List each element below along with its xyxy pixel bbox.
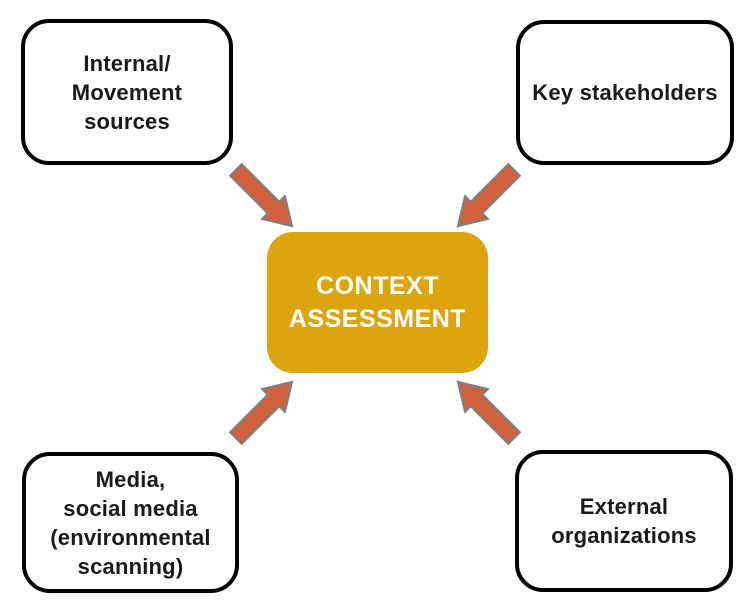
node-label-internal-movement-sources: Internal/ Movement sources (71, 50, 183, 134)
arrow-down-right-icon (228, 162, 294, 228)
node-label-key-stakeholders: Key stakeholders (532, 80, 718, 105)
node-label-external-organizations: External organizations (551, 494, 697, 548)
arrow-shape (456, 380, 522, 446)
arrow-up-left-icon (456, 380, 522, 446)
arrow-up-right-icon (228, 380, 294, 446)
node-external-organizations: External organizations (515, 450, 733, 592)
center-node-context-assessment: CONTEXT ASSESSMENT (267, 232, 488, 373)
node-media-social-media: Media, social media (environmental scann… (22, 452, 239, 593)
node-key-stakeholders: Key stakeholders (516, 20, 734, 165)
arrow-shape (228, 380, 294, 446)
arrow-shape (456, 162, 522, 228)
arrow-down-left-icon (456, 162, 522, 228)
arrow-shape (228, 162, 294, 228)
node-internal-movement-sources: Internal/ Movement sources (21, 19, 233, 165)
center-node-label: CONTEXT ASSESSMENT (288, 271, 467, 333)
node-label-media-social-media: Media, social media (environmental scann… (50, 466, 211, 579)
